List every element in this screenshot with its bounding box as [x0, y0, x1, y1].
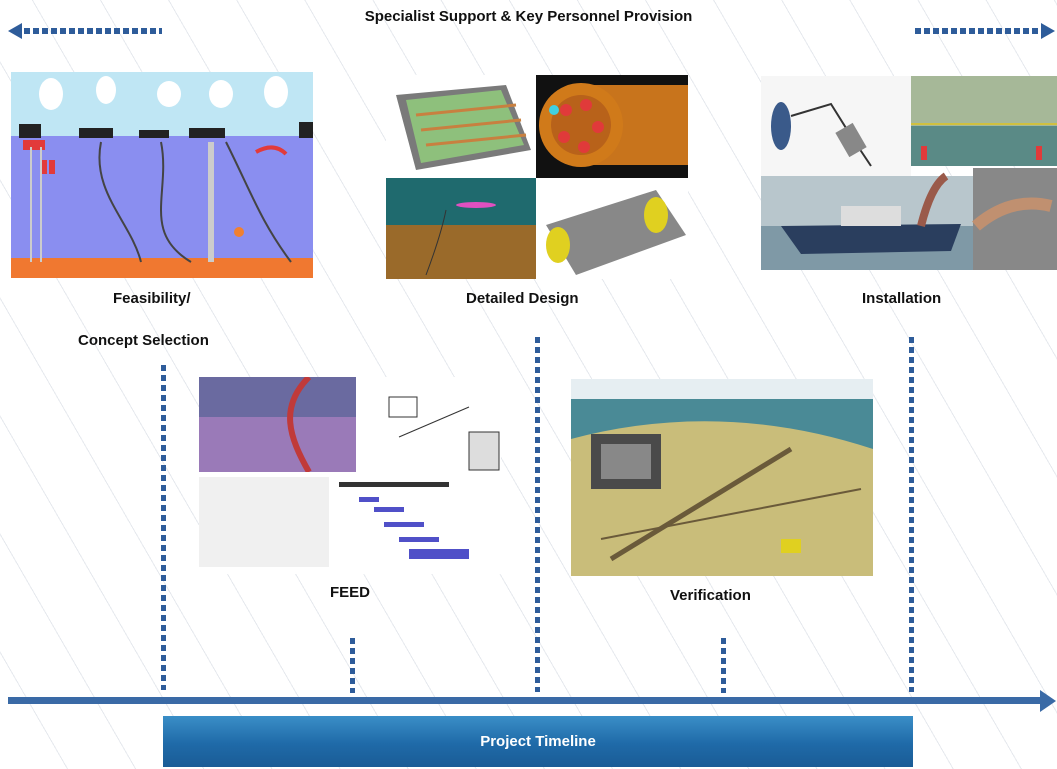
- project-timeline-label: Project Timeline: [480, 733, 596, 750]
- feed-image: [199, 377, 501, 574]
- feed-label: FEED: [330, 584, 371, 601]
- installation-image: [761, 76, 1057, 270]
- verification-connector: [721, 638, 726, 693]
- feed-connector: [350, 638, 355, 693]
- detailed-design-label: Detailed Design: [466, 290, 579, 307]
- timeline-line: [8, 697, 1042, 704]
- page-title: Specialist Support & Key Personnel Provi…: [364, 8, 693, 25]
- timeline-arrow-icon: [1040, 690, 1056, 712]
- installation-label: Installation: [862, 290, 942, 307]
- feasibility-image: [11, 72, 313, 278]
- verification-label: Verification: [670, 587, 751, 604]
- feasibility-connector: [161, 365, 166, 690]
- feasibility-label-line2: Concept Selection: [78, 332, 209, 349]
- support-dotted-line-right: [915, 28, 1040, 34]
- feasibility-label-line1: Feasibility/: [113, 290, 191, 307]
- detailed-design-image: [386, 75, 688, 279]
- arrow-left-icon: [8, 23, 22, 39]
- project-timeline-bar: Project Timeline: [163, 716, 913, 767]
- arrow-right-icon: [1041, 23, 1055, 39]
- support-dotted-line-left: [24, 28, 162, 34]
- installation-connector: [909, 337, 914, 692]
- detailed-design-connector: [535, 337, 540, 692]
- verification-image: [571, 379, 873, 576]
